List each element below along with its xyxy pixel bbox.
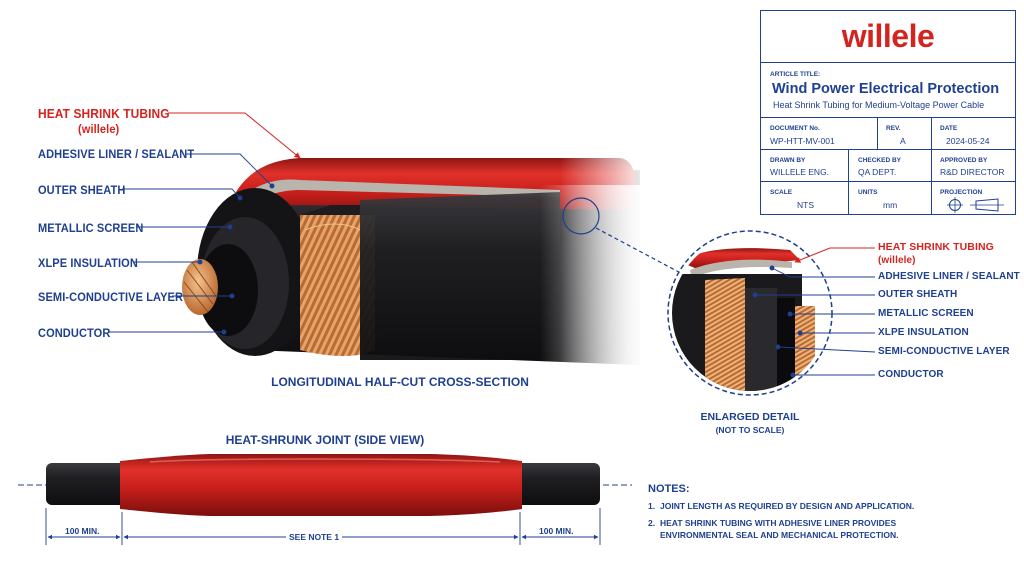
note-item-2: 2. HEAT SHRINK TUBING WITH ADHESIVE LINE… — [648, 517, 1018, 541]
date-cell: DATE 2024-05-24 — [931, 118, 1015, 150]
label-semi-conductive: SEMI-CONDUCTIVE LAYER — [38, 290, 184, 304]
rev-label: REV. — [886, 125, 901, 132]
detail-label-xlpe: XLPE INSULATION — [878, 327, 969, 338]
approved-cell: APPROVED BY R&D DIRECTOR — [931, 150, 1015, 182]
label-adhesive-liner: ADHESIVE LINER / SEALANT — [38, 147, 195, 161]
note-2-line1: HEAT SHRINK TUBING WITH ADHESIVE LINER P… — [660, 518, 897, 528]
main-leaders — [108, 153, 275, 335]
checked-cell: CHECKED BY QA DEPT. — [848, 150, 932, 182]
label-metallic-screen: METALLIC SCREEN — [38, 221, 144, 235]
drawn-by-value: WILLELE ENG. — [770, 167, 830, 177]
notes-section: NOTES: 1. JOINT LENGTH AS REQUIRED BY DE… — [648, 483, 1018, 541]
units-value: mm — [883, 200, 898, 210]
article-title: Wind Power Electrical Protection — [772, 81, 1000, 97]
title-block: willele ARTICLE TITLE: Wind Power Electr… — [760, 10, 1016, 215]
rev-value: A — [900, 136, 906, 146]
detail-link-line — [595, 227, 691, 279]
signoff-row: DRAWN BY WILLELE ENG. CHECKED BY QA DEPT… — [761, 149, 1015, 182]
note-item-1: 1. JOINT LENGTH AS REQUIRED BY DESIGN AN… — [648, 500, 1018, 512]
article-subtitle: Heat Shrink Tubing for Medium-Voltage Po… — [773, 100, 985, 110]
scale-label: SCALE — [770, 189, 793, 196]
label-conductor: CONDUCTOR — [38, 326, 111, 340]
label-heat-shrink-brand: (willele) — [78, 122, 120, 136]
heat-shrink-leader — [168, 112, 301, 159]
joint-side-view — [18, 454, 632, 516]
detail-caption-line2: (NOT TO SCALE) — [715, 425, 785, 435]
date-value: 2024-05-24 — [946, 136, 990, 146]
dim-center: SEE NOTE 1 — [286, 532, 343, 542]
rev-cell: REV. A — [877, 118, 932, 150]
projection-cell: PROJECTION — [931, 182, 1015, 215]
joint-title: HEAT-SHRUNK JOINT (SIDE VIEW) — [225, 433, 425, 447]
article-row: ARTICLE TITLE: Wind Power Electrical Pro… — [761, 62, 1015, 125]
scale-value: NTS — [797, 200, 814, 210]
checked-by-value: QA DEPT. — [858, 167, 897, 177]
label-xlpe-insulation: XLPE INSULATION — [38, 256, 138, 270]
detail-caption: ENLARGED DETAIL (NOT TO SCALE) — [690, 411, 810, 435]
brand-logo: willele — [841, 18, 935, 54]
article-label: ARTICLE TITLE: — [770, 71, 821, 78]
detail-label-conductor: CONDUCTOR — [878, 369, 944, 380]
label-heat-shrink-tubing: HEAT SHRINK TUBING — [38, 106, 170, 121]
units-label: UNITS — [858, 189, 878, 196]
note-2-line2: ENVIRONMENTAL SEAL AND MECHANICAL PROTEC… — [660, 530, 899, 540]
detail-label-heat-shrink: HEAT SHRINK TUBING — [878, 241, 994, 253]
approved-by-value: R&D DIRECTOR — [940, 167, 1005, 177]
label-outer-sheath: OUTER SHEATH — [38, 183, 126, 197]
detail-label-semi-conductive: SEMI-CONDUCTIVE LAYER — [878, 346, 1010, 357]
document-no-value: WP-HTT-MV-001 — [770, 136, 835, 146]
document-row: DOCUMENT No. WP-HTT-MV-001 REV. A DATE 2… — [761, 117, 1015, 150]
notes-heading: NOTES: — [648, 483, 690, 495]
checked-by-label: CHECKED BY — [858, 157, 901, 164]
detail-callout-circle — [562, 197, 600, 235]
note-1-number: 1. — [648, 501, 656, 511]
note-2-number: 2. — [648, 518, 656, 528]
units-cell: UNITS mm — [848, 182, 932, 215]
date-label: DATE — [940, 125, 958, 132]
dim-right: 100 MIN. — [536, 526, 577, 536]
section-caption: LONGITUDINAL HALF-CUT CROSS-SECTION — [271, 375, 529, 389]
main-cutaway — [182, 150, 650, 380]
projection-label: PROJECTION — [940, 189, 983, 196]
document-no-label: DOCUMENT No. — [770, 125, 820, 132]
detail-leaders — [752, 265, 876, 378]
enlarged-detail — [667, 230, 833, 396]
detail-label-brand: (willele) — [878, 255, 916, 266]
detail-label-outer-sheath: OUTER SHEATH — [878, 289, 958, 300]
detail-caption-line1: ENLARGED DETAIL — [700, 411, 800, 423]
approved-by-label: APPROVED BY — [940, 157, 988, 164]
detail-label-metallic-screen: METALLIC SCREEN — [878, 308, 974, 319]
detail-label-adhesive: ADHESIVE LINER / SEALANT — [878, 271, 1020, 282]
scale-row: SCALE NTS UNITS mm PROJECTION — [761, 181, 1015, 215]
projection-symbol-icon — [947, 197, 1004, 213]
detail-heat-shrink-leader — [794, 247, 875, 263]
drawn-by-label: DRAWN BY — [770, 157, 806, 164]
dim-left: 100 MIN. — [62, 526, 103, 536]
note-1-text: JOINT LENGTH AS REQUIRED BY DESIGN AND A… — [660, 501, 915, 511]
